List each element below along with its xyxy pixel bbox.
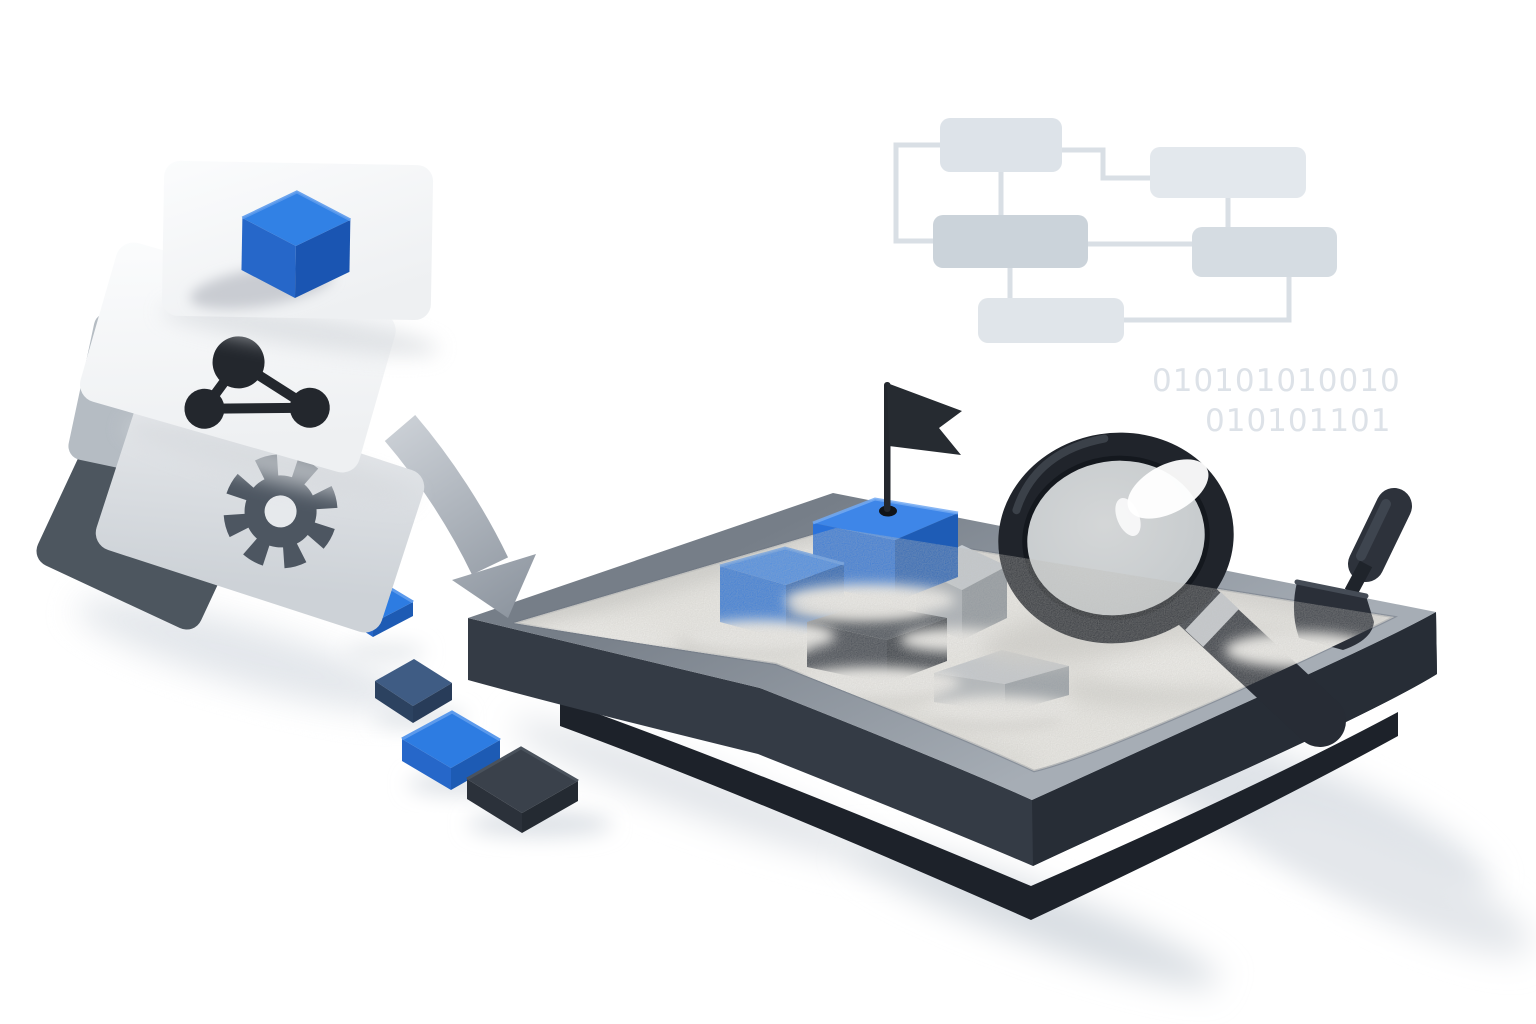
binary-code: 010101010010 010101101	[1152, 363, 1401, 439]
block-tile-charcoal	[466, 746, 579, 833]
lens-highlight	[1127, 459, 1209, 519]
scoop-edge	[1294, 579, 1369, 599]
shovel-neck	[1344, 560, 1373, 596]
shovel-handle	[1348, 488, 1412, 582]
curved-arrow-icon	[384, 414, 536, 618]
binary-line: 010101101	[1205, 403, 1392, 439]
flowchart-node	[940, 118, 1062, 172]
card-cube	[161, 160, 434, 321]
shovel-handle-highlight	[1356, 499, 1391, 561]
flowchart-node	[978, 298, 1124, 343]
gear-icon	[223, 454, 338, 569]
ring-highlight	[1012, 434, 1109, 515]
block-tile-navy	[375, 659, 452, 723]
binary-line: 010101010010	[1152, 363, 1401, 399]
flowchart-diagram	[893, 118, 1337, 343]
sand-texture	[514, 528, 1394, 771]
cube-icon	[241, 190, 352, 298]
flowchart-connector	[1062, 147, 1150, 181]
shadow	[124, 421, 416, 503]
flowchart-node	[1192, 227, 1337, 277]
flowchart-node	[1150, 147, 1306, 198]
lens-highlight	[1115, 498, 1141, 536]
block-tile-blue	[401, 710, 501, 790]
flag-pennant	[887, 383, 962, 455]
share-icon	[184, 336, 330, 429]
flowchart-node	[933, 215, 1088, 268]
flowchart-connector	[1124, 277, 1292, 323]
shadow	[161, 304, 439, 356]
flag-icon	[884, 382, 962, 512]
card-stack	[36, 160, 439, 633]
tray-wall-right	[1032, 612, 1437, 866]
tray-base	[560, 700, 1398, 920]
flowchart-connector	[893, 142, 940, 244]
